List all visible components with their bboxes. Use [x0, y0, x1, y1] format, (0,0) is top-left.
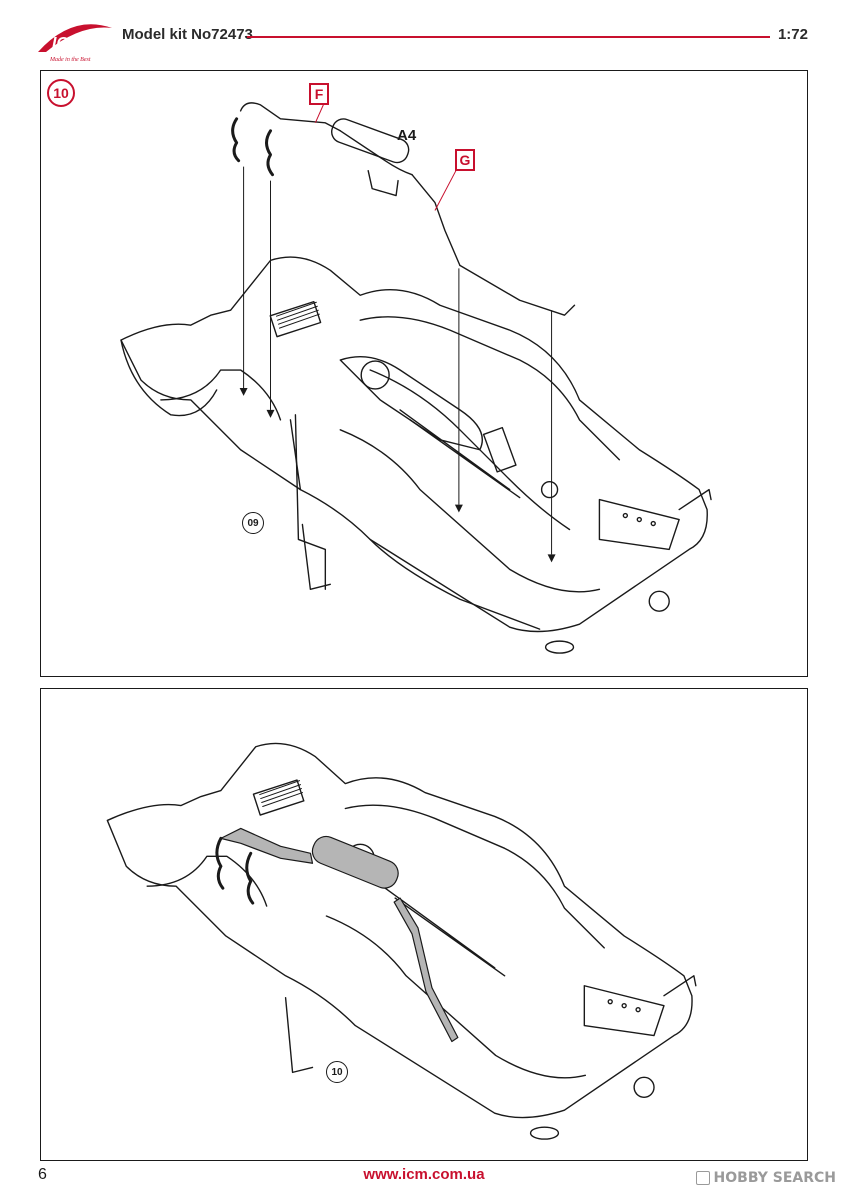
assembly-result-panel: 10 — [40, 688, 808, 1161]
chassis-assembled-drawing — [106, 742, 697, 1140]
icm-logo: ICM Made in the Best — [38, 24, 112, 63]
svg-text:Made in the Best: Made in the Best — [49, 57, 91, 63]
chassis-exploded-drawing — [120, 102, 712, 654]
watermark: HOBBY SEARCH — [695, 1170, 836, 1186]
page-header: ICM Made in the Best Model kit No72473 1… — [0, 0, 848, 70]
callout-g: G — [455, 149, 475, 171]
header-rule — [247, 36, 770, 38]
page-number: 6 — [38, 1166, 47, 1183]
website-link[interactable]: www.icm.com.ua — [363, 1166, 485, 1183]
part-label-a4: A4 — [397, 127, 417, 144]
assembly-step-panel: 10 F A4 G 09 — [40, 70, 808, 677]
scale-label: 1:72 — [777, 26, 808, 43]
watermark-text: HOBBY SEARCH — [713, 1170, 836, 1186]
svg-text:ICM: ICM — [52, 35, 82, 52]
callout-f: F — [309, 83, 329, 105]
step-number-badge: 10 — [47, 79, 75, 107]
hobby-search-icon — [695, 1171, 710, 1185]
step-reference-10: 10 — [326, 1061, 348, 1083]
step-reference-09: 09 — [242, 512, 264, 534]
model-kit-title: Model kit No72473 — [122, 26, 253, 43]
